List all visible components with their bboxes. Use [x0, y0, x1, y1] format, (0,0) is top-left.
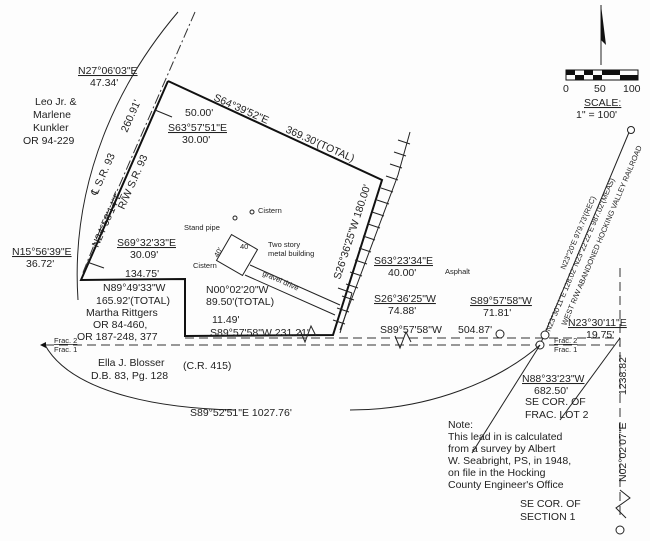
call-369: 369.30'(TOTAL) [284, 124, 356, 165]
label-stand-pipe: Stand pipe [184, 223, 220, 232]
call-134: 134.75' [125, 268, 159, 280]
parcel-boundary [79, 80, 384, 338]
call-50: 50.00' [185, 107, 213, 119]
call-s89-71: S89°57'58"W [470, 295, 532, 307]
svg-text:D.B. 83, Pg. 128: D.B. 83, Pg. 128 [91, 370, 168, 382]
sr93-right-of-way [99, 11, 196, 231]
svg-text:682.50': 682.50' [534, 385, 568, 397]
call-n88: N88°33'23"W [522, 373, 585, 385]
call-n89: N89°49'33"W [103, 282, 166, 294]
call-s69: S69°32'33"E [117, 237, 176, 249]
owner-kunkler: Leo Jr. & [35, 96, 76, 108]
corner-section1: SE COR. OF [520, 498, 581, 510]
svg-text:SECTION 1: SECTION 1 [520, 511, 576, 523]
svg-text:FRAC. LOT 2: FRAC. LOT 2 [525, 409, 589, 421]
scale-tick-0: 0 [563, 83, 569, 95]
svg-text:on file in the Hocking: on file in the Hocking [448, 467, 546, 479]
svg-text:Kunkler: Kunkler [33, 122, 69, 134]
scale-ratio: 1" = 100' [576, 109, 617, 121]
rail-call-meas: N23°30'11"E 128.02' N23°22'22"E 987.02'(… [544, 176, 617, 333]
svg-text:Frac. 1: Frac. 1 [554, 345, 577, 354]
call-s89-1027: S89°52'51"E 1027.76' [190, 407, 292, 419]
call-11: 11.49' [212, 314, 240, 326]
svg-text:OR 84-460,: OR 84-460, [93, 319, 147, 331]
call-1238: 1238.82' [617, 355, 629, 395]
svg-text:71.81': 71.81' [483, 307, 511, 319]
call-504: 504.87' [458, 324, 492, 336]
scale-bar: 0 50 100 SCALE: 1" = 100' [563, 69, 641, 121]
north-arrow-icon [600, 5, 606, 65]
pavement-edge-hatch [332, 131, 411, 331]
call-s63-23: S63°23'34"E [374, 255, 433, 267]
svg-text:47.34': 47.34' [90, 77, 118, 89]
label-asphalt: Asphalt [445, 267, 471, 276]
scale-tick-100: 100 [623, 83, 641, 95]
svg-text:19.75': 19.75' [586, 329, 614, 341]
svg-text:This lead in is calculated: This lead in is calculated [448, 431, 563, 443]
call-n23-19: N23°30'11"E [568, 317, 627, 329]
scale-tick-50: 50 [594, 83, 606, 95]
call-n27: N27°06'03"E [78, 65, 138, 77]
owner-rittgers: Martha Rittgers [86, 307, 158, 319]
svg-text:W. Seabright, PS, in 1948,: W. Seabright, PS, in 1948, [448, 455, 571, 467]
svg-text:from a survey by Albert: from a survey by Albert [448, 443, 555, 455]
call-260: 260.91' [119, 98, 144, 134]
call-s63-57: S63°57'51"E [168, 122, 227, 134]
note: Note: This lead in is calculated from a … [448, 419, 571, 491]
label-cistern-1: Cistern [193, 261, 217, 270]
svg-text:Marlene: Marlene [33, 109, 71, 121]
tie-arc [44, 344, 541, 411]
svg-text:40': 40' [212, 246, 225, 259]
label-cr415: (C.R. 415) [183, 360, 231, 372]
label-building: Two story [268, 240, 300, 249]
call-s89-504: S89°57'58"W [380, 324, 442, 336]
svg-text:30.00': 30.00' [182, 134, 210, 146]
call-s26-74: S26°36'25"W [374, 293, 436, 305]
svg-text:OR 187-248, 377: OR 187-248, 377 [77, 331, 158, 343]
call-s89-231: S89°57'58"W 231.21' [210, 327, 309, 339]
call-s26-180: S26°36'25"W 180.00' [331, 183, 373, 281]
svg-text:Frac. 2: Frac. 2 [554, 336, 577, 345]
svg-text:89.50'(TOTAL): 89.50'(TOTAL) [206, 296, 274, 308]
corner-frac-lot2: SE COR. OF [525, 396, 586, 408]
owner-blosser: Ella J. Blosser [98, 357, 165, 369]
svg-text:Note:: Note: [448, 419, 473, 431]
call-n15: N15°56'39"E [12, 246, 72, 258]
call-165: 165.92'(TOTAL) [96, 295, 170, 307]
svg-text:40.00': 40.00' [388, 267, 416, 279]
svg-text:74.88': 74.88' [388, 305, 416, 317]
svg-text:County Engineer's Office: County Engineer's Office [448, 479, 564, 491]
railroad-right-of-way [539, 129, 631, 346]
svg-text:OR 94-229: OR 94-229 [23, 135, 75, 147]
svg-text:metal building: metal building [268, 249, 314, 258]
svg-text:30.09': 30.09' [130, 249, 158, 261]
svg-text:36.72': 36.72' [26, 258, 54, 270]
label-cistern-2: Cistern [258, 206, 282, 215]
svg-text:40': 40' [240, 242, 250, 251]
call-n00: N00°02'20"W [206, 284, 269, 296]
call-n02: N02°02'07"E [617, 422, 629, 482]
label-frac2: Frac. 2 [54, 336, 77, 345]
metal-building [215, 209, 341, 316]
sr93-centerline-arc [76, 11, 179, 301]
scale-title: SCALE: [584, 97, 621, 109]
label-frac1: Frac. 1 [54, 345, 77, 354]
